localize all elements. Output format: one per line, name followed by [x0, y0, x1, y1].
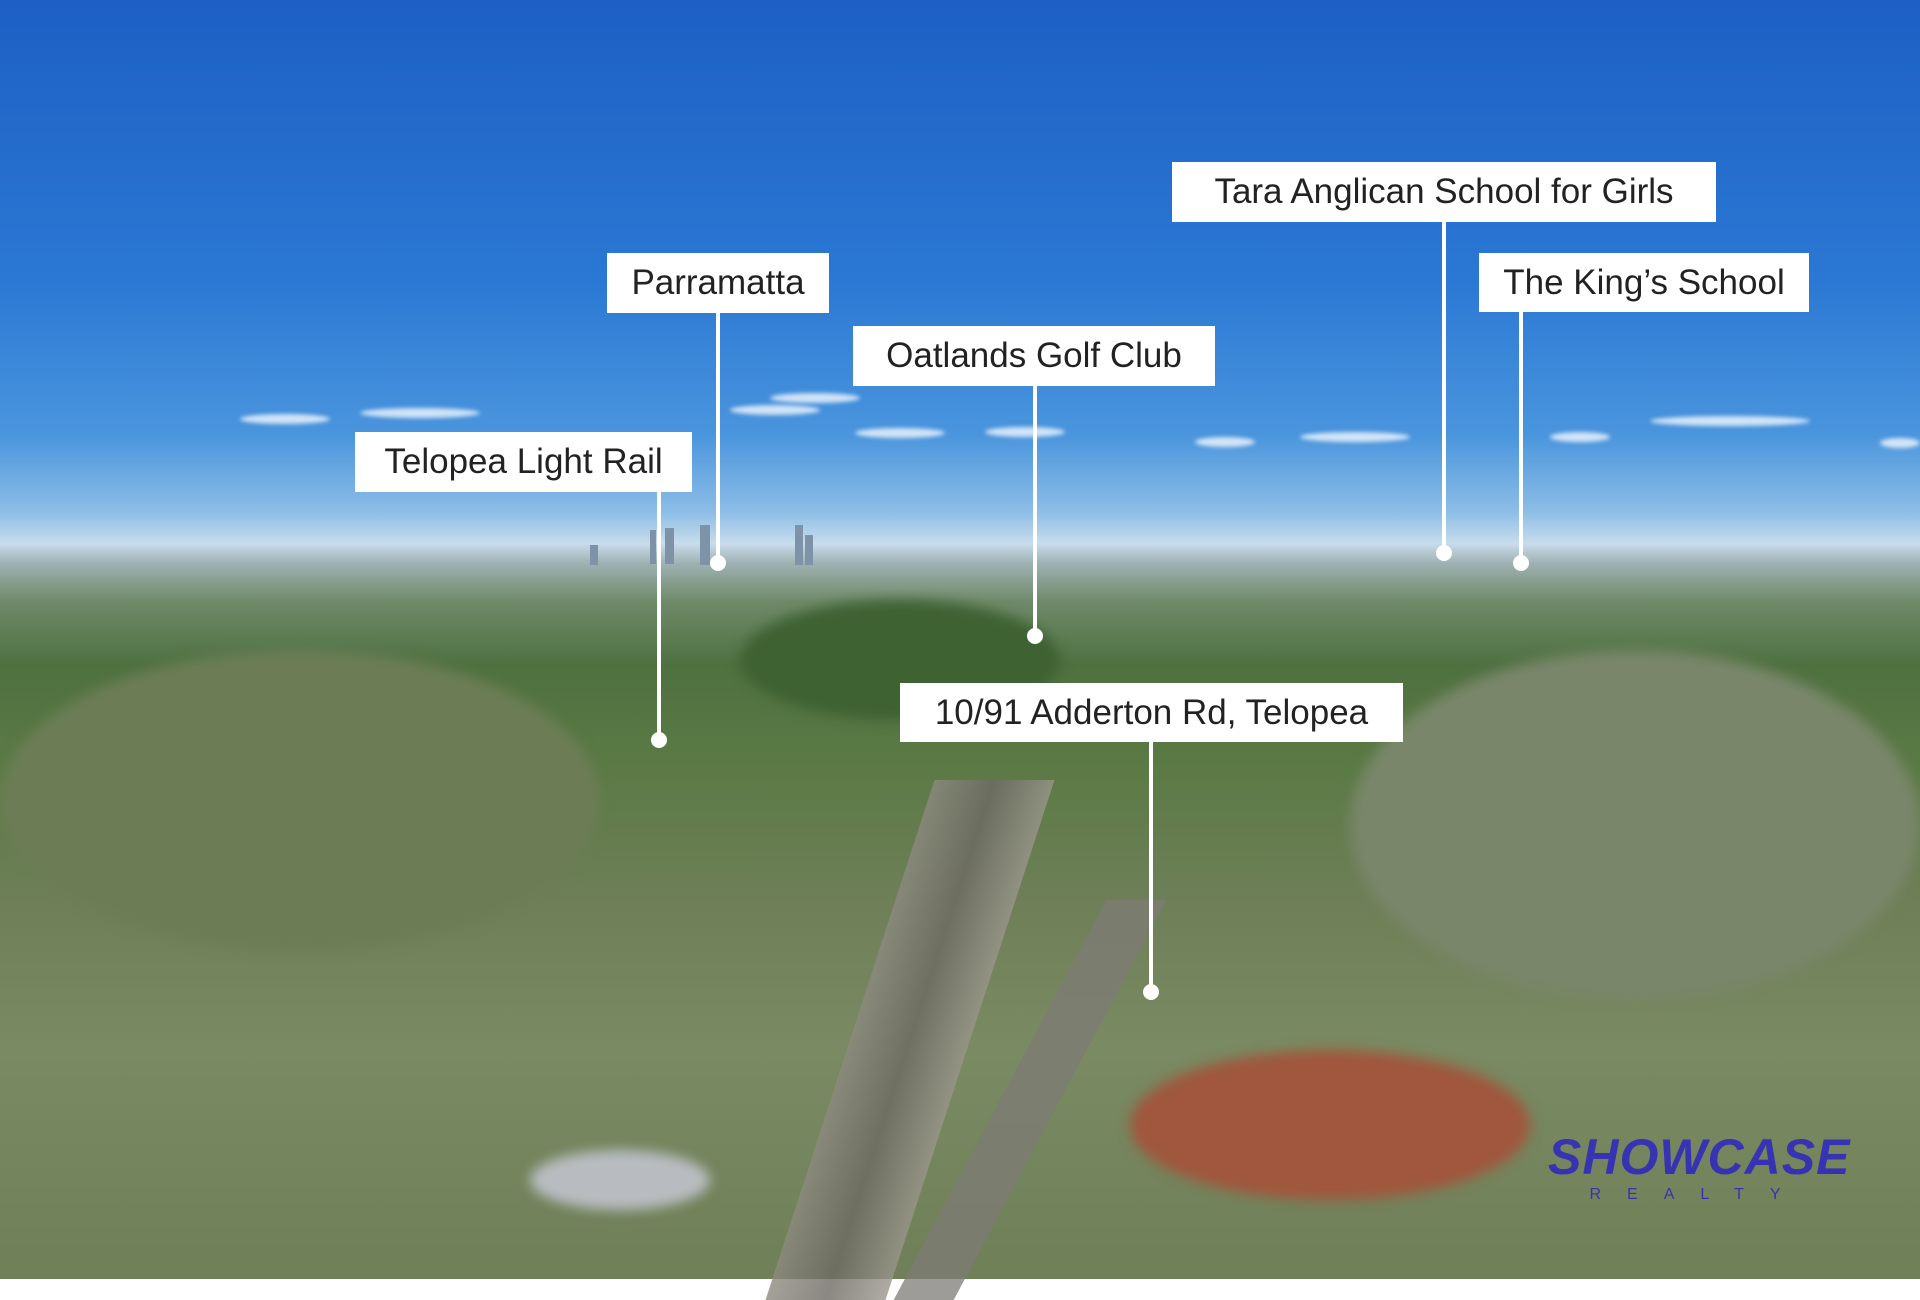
label-tara-anglican: Tara Anglican School for Girls [1172, 162, 1716, 222]
leader-line [657, 492, 661, 740]
location-marker [1027, 628, 1043, 644]
leader-line [716, 313, 720, 563]
label-telopea-light-rail: Telopea Light Rail [355, 432, 692, 492]
watermark-brand: SHOWCASE [1548, 1129, 1851, 1185]
location-marker [1513, 555, 1529, 571]
location-marker [1436, 545, 1452, 561]
label-kings-school: The King’s School [1479, 253, 1809, 312]
leader-line [1149, 742, 1153, 992]
label-property-address: 10/91 Adderton Rd, Telopea [900, 683, 1403, 742]
leader-line [1033, 386, 1037, 636]
location-marker [651, 732, 667, 748]
watermark-sub: REALTY [1589, 1186, 1807, 1203]
label-oatlands-golf-club: Oatlands Golf Club [853, 326, 1215, 386]
leader-line [1442, 222, 1446, 553]
label-parramatta: Parramatta [607, 253, 829, 313]
leader-line [1519, 312, 1523, 563]
location-marker [710, 555, 726, 571]
location-marker [1143, 984, 1159, 1000]
showcase-realty-watermark: SHOWCASE REALTY [1548, 1128, 1851, 1203]
